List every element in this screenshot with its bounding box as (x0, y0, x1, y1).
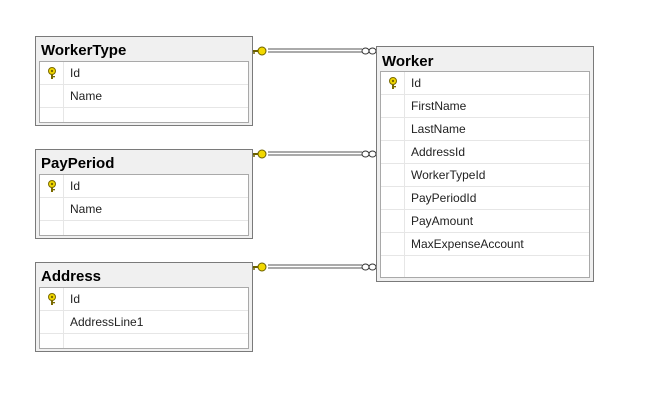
column-name: FirstName (411, 99, 467, 113)
column-row-empty[interactable] (381, 256, 589, 277)
row-selector (381, 210, 405, 232)
column-name: Name (70, 89, 103, 103)
key-icon (252, 46, 267, 56)
column-row-id[interactable]: Id (40, 288, 248, 311)
column-grid: Id AddressLine1 (39, 287, 249, 349)
row-selector (40, 311, 64, 333)
key-icon (252, 149, 267, 159)
column-row-id[interactable]: Id (381, 72, 589, 95)
column-name: Id (70, 66, 81, 80)
column-row[interactable]: AddressId (381, 141, 589, 164)
table-title: Worker (382, 53, 434, 70)
column-grid: Id FirstName LastName AddressId WorkerTy… (380, 71, 590, 278)
row-selector (40, 198, 64, 220)
primary-key-icon (40, 62, 64, 84)
row-selector (381, 118, 405, 140)
column-name: Id (70, 292, 81, 306)
column-name: PayPeriodId (411, 191, 477, 205)
column-row[interactable]: PayAmount (381, 210, 589, 233)
primary-key-icon (40, 175, 64, 197)
table-payperiod[interactable]: PayPeriod Id Name (35, 149, 253, 239)
row-selector (40, 334, 64, 348)
primary-key-icon (381, 72, 405, 94)
column-name: Name (70, 202, 103, 216)
infinity-icon (361, 47, 377, 55)
column-row[interactable]: AddressLine1 (40, 311, 248, 334)
column-row[interactable]: LastName (381, 118, 589, 141)
column-name: Id (70, 179, 81, 193)
row-selector (381, 95, 405, 117)
row-selector (381, 141, 405, 163)
column-row[interactable]: WorkerTypeId (381, 164, 589, 187)
row-selector (381, 164, 405, 186)
table-address[interactable]: Address Id AddressLine1 (35, 262, 253, 352)
column-grid: Id Name (39, 61, 249, 123)
column-name: Id (411, 76, 422, 90)
column-name: WorkerTypeId (411, 168, 486, 182)
table-title: WorkerType (41, 42, 127, 59)
infinity-icon (361, 150, 377, 158)
column-row-id[interactable]: Id (40, 62, 248, 85)
row-selector (381, 187, 405, 209)
column-name: PayAmount (411, 214, 474, 228)
relationship-workertype-worker (252, 46, 377, 56)
key-icon (252, 262, 267, 272)
table-workertype[interactable]: WorkerType Id Name (35, 36, 253, 126)
column-row-id[interactable]: Id (40, 175, 248, 198)
column-row[interactable]: Name (40, 85, 248, 108)
column-row-empty[interactable] (40, 108, 248, 122)
column-name: LastName (411, 122, 466, 136)
column-row-empty[interactable] (40, 221, 248, 235)
column-row[interactable]: MaxExpenseAccount (381, 233, 589, 256)
row-selector (381, 256, 405, 277)
table-title: Address (41, 268, 102, 285)
column-name: AddressLine1 (70, 315, 144, 329)
row-selector (40, 85, 64, 107)
relationship-payperiod-worker (252, 149, 377, 159)
table-worker[interactable]: Worker Id FirstName LastName AddressId W… (376, 46, 594, 282)
infinity-icon (361, 263, 377, 271)
column-name: MaxExpenseAccount (411, 237, 524, 251)
column-name: AddressId (411, 145, 466, 159)
column-row[interactable]: FirstName (381, 95, 589, 118)
row-selector (40, 221, 64, 235)
table-title: PayPeriod (41, 155, 115, 172)
column-row-empty[interactable] (40, 334, 248, 348)
column-row[interactable]: Name (40, 198, 248, 221)
column-row[interactable]: PayPeriodId (381, 187, 589, 210)
relationship-address-worker (252, 262, 377, 272)
primary-key-icon (40, 288, 64, 310)
column-grid: Id Name (39, 174, 249, 236)
row-selector (381, 233, 405, 255)
row-selector (40, 108, 64, 122)
